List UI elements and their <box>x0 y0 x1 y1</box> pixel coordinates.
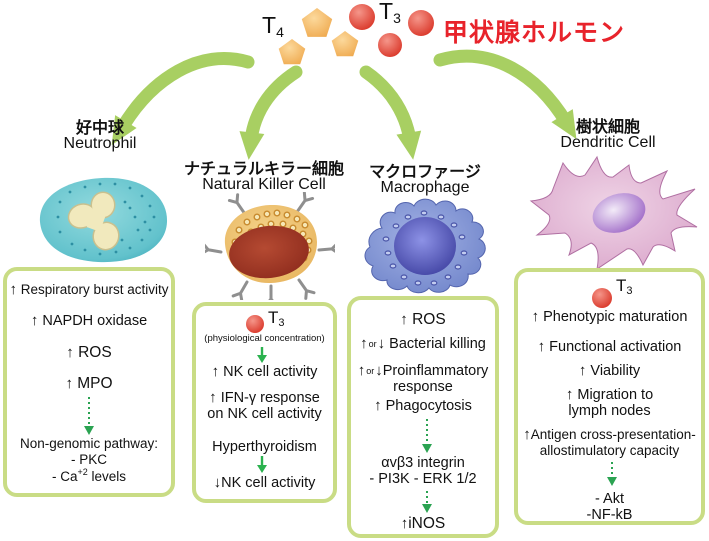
dendritic-cell-illustration <box>529 155 698 271</box>
effect-item: ↑or↓ Bacterial killing <box>360 335 486 352</box>
pathway-arrow-icon <box>422 491 432 513</box>
dendritic-effects-panel: T3 ↑ Phenotypic maturation ↑ Functional … <box>514 268 705 525</box>
flow-arrow-to-dendritic-icon <box>433 49 577 140</box>
effect-item: ↑ Respiratory burst activity <box>9 281 169 298</box>
pathway-title: Non-genomic pathway: <box>19 436 159 451</box>
effect-item-line2: response <box>393 379 453 395</box>
t3-sphere-icon <box>378 33 402 57</box>
effect-item: ↑Antigen cross-presentation- <box>523 426 696 443</box>
t4-pentagon-icon <box>278 39 306 65</box>
effect-item: ↑ Phenotypic maturation <box>531 308 688 325</box>
t3-sphere-icon <box>349 4 375 30</box>
effect-item: ↑ Migration to <box>565 386 654 403</box>
neutrophil-label-en: Neutrophil <box>63 135 137 152</box>
flow-arrow-to-macrophage-icon <box>359 65 422 160</box>
pathway-arrow-icon <box>84 397 94 435</box>
dendritic-label-en: Dendritic Cell <box>560 134 656 151</box>
pathway-item: αvβ3 integrin <box>381 455 465 471</box>
vesicle-icons <box>382 210 468 286</box>
condition-label: Hyperthyroidism <box>212 439 317 455</box>
effect-item: ↑ ROS <box>66 344 112 361</box>
t3-sphere-icon <box>408 10 434 36</box>
nk-effects-panel: T3 (physiological concentration) ↑ NK ce… <box>192 302 337 503</box>
receptor-icons <box>205 192 335 300</box>
effect-item: ↑ NK cell activity <box>211 363 318 380</box>
diagram-title: 甲状腺ホルモン <box>443 19 626 47</box>
hormone-flow-arrows <box>111 49 577 160</box>
neutrophil-effects-panel: ↑ Respiratory burst activity ↑ NAPDH oxi… <box>3 267 175 497</box>
pathway-item: - PKC <box>70 452 107 467</box>
nk-cell-illustration <box>205 192 335 300</box>
pathway-arrow-icon <box>607 462 617 486</box>
effect-item: ↑ MPO <box>65 375 113 392</box>
macrophage-label-en: Macrophage <box>380 179 470 196</box>
nk-label-jp: ナチュラルキラー細胞 <box>183 161 344 178</box>
effect-item-line2: allostimulatory capacity <box>539 443 680 458</box>
effect-item: ↑ IFN-γ response <box>209 389 320 406</box>
pathway-item: - PI3K - ERK 1/2 <box>369 471 477 487</box>
pathway-arrow-icon <box>422 419 432 453</box>
effect-item: ↑or↓Proinflammatory <box>357 362 489 379</box>
pathway-item: -NF-kB <box>586 507 633 523</box>
t4-label: T4 <box>262 12 284 40</box>
nk-label-en: Natural Killer Cell <box>202 176 326 193</box>
effect-item: ↑ Phagocytosis <box>374 397 472 414</box>
effect-item: ↑ ROS <box>400 311 446 328</box>
t3-label: T3 <box>268 308 285 329</box>
effect-arrow-icon <box>257 456 267 473</box>
t3-sphere-icon <box>246 315 264 333</box>
result-item: ↓NK cell activity <box>213 474 316 491</box>
effect-arrow-icon <box>257 347 267 363</box>
flow-arrow-to-neutrophil-icon <box>111 52 255 146</box>
pathway-item: - Ca+2 levels <box>51 467 127 484</box>
t3-label: T3 <box>616 276 633 297</box>
effect-item: ↑ Functional activation <box>537 338 682 355</box>
flow-arrow-to-nk-icon <box>239 65 303 160</box>
macrophage-effects-panel: ↑ ROS ↑or↓ Bacterial killing ↑or↓Proinfl… <box>347 296 499 538</box>
hormone-cluster-illustration <box>278 4 434 65</box>
t4-pentagon-icon <box>301 8 333 37</box>
effect-item: ↑ NAPDH oxidase <box>30 312 148 329</box>
physiological-note: (physiological concentration) <box>204 333 325 344</box>
granule-dots <box>56 182 156 256</box>
result-item: ↑iNOS <box>400 515 446 532</box>
t3-label: T3 <box>379 0 401 26</box>
neutrophil-label-jp: 好中球 <box>75 120 124 137</box>
effect-item: ↑ Viability <box>578 362 641 379</box>
pathway-item: - Akt <box>594 491 624 507</box>
dendritic-label-jp: 樹状細胞 <box>575 119 640 136</box>
effect-item-line2: on NK cell activity <box>207 406 322 422</box>
macrophage-cell-illustration <box>364 198 486 294</box>
effect-item-line2: lymph nodes <box>568 403 651 419</box>
neutrophil-cell-illustration <box>39 177 168 263</box>
t3-sphere-icon <box>592 288 612 308</box>
t4-pentagon-icon <box>331 31 359 57</box>
macrophage-label-jp: マクロファージ <box>369 164 481 181</box>
